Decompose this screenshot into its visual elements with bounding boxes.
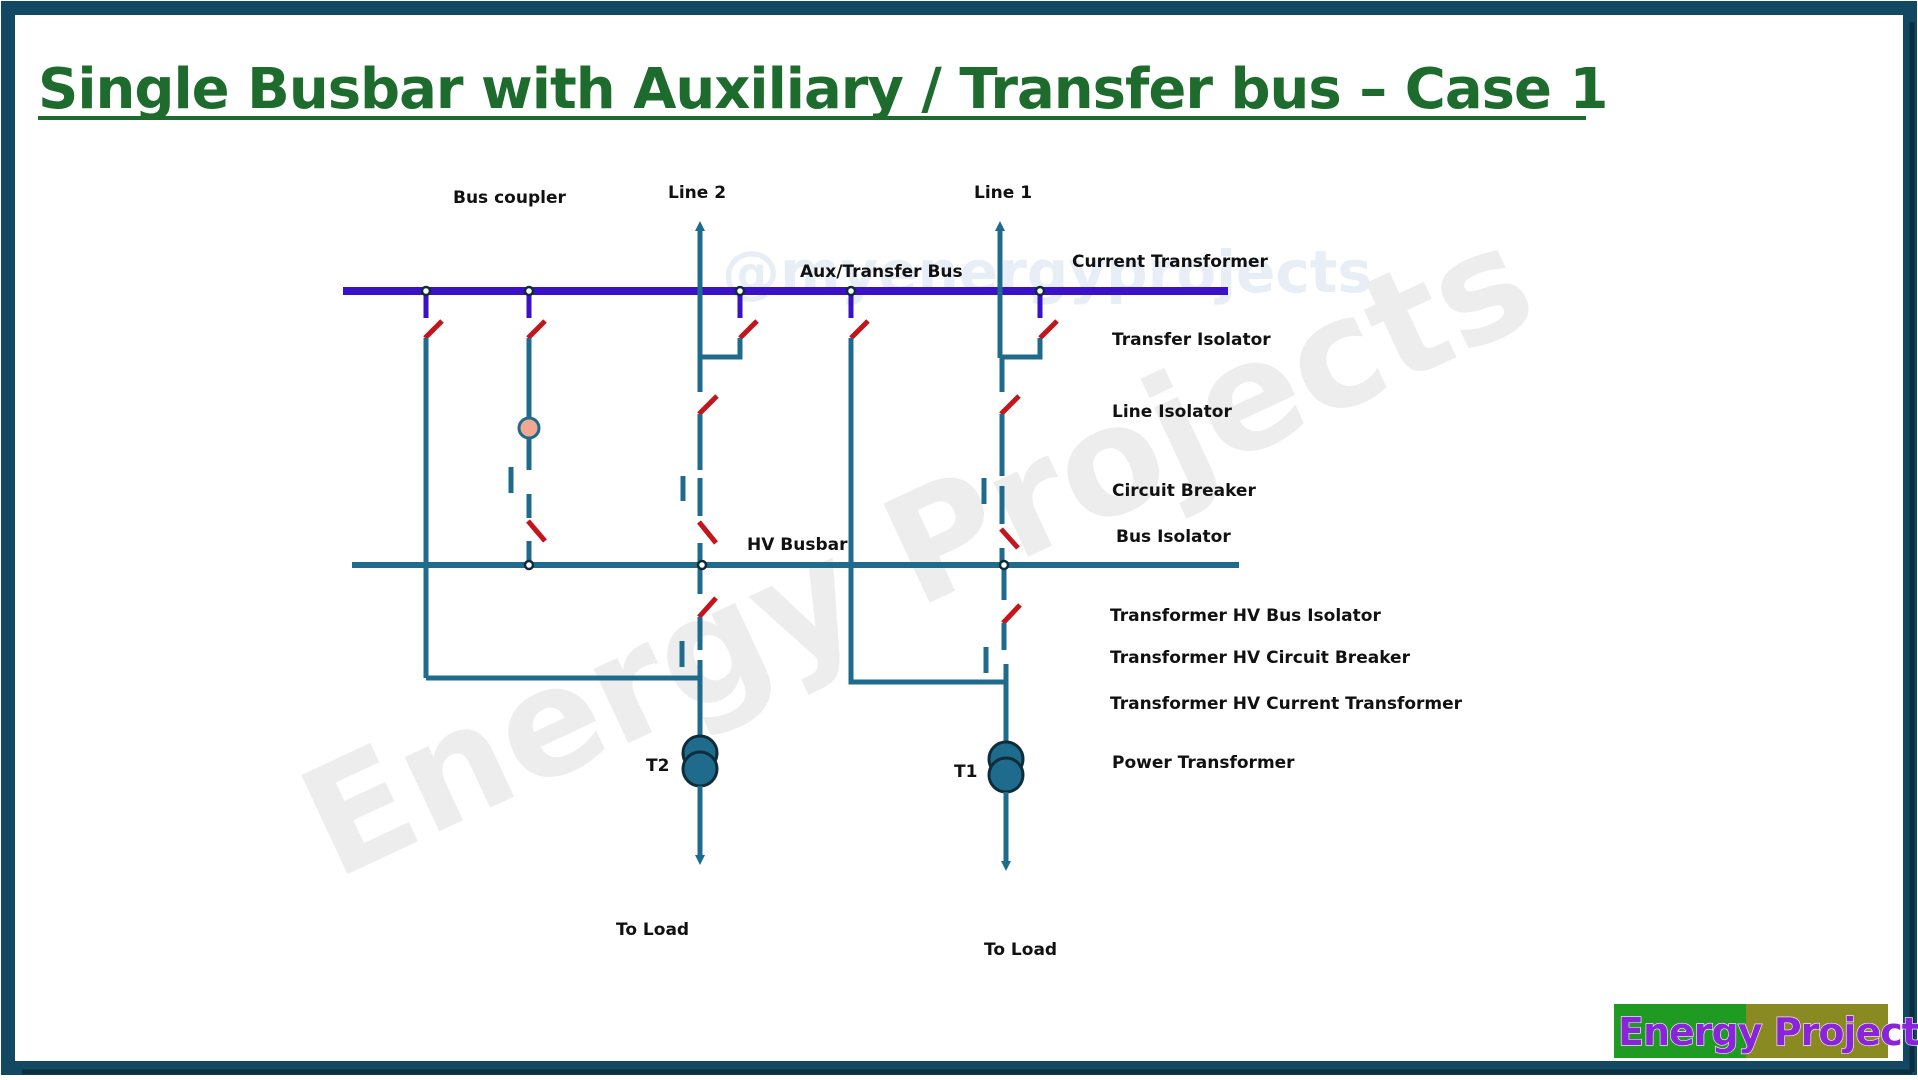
label-current-transformer: Current Transformer: [1072, 252, 1269, 272]
bus-coupler-left-isolator: [423, 319, 444, 340]
junction-hv-line1: [998, 559, 1010, 571]
label-line-2: Line 2: [668, 183, 726, 203]
junction-hv-coupler: [523, 559, 535, 571]
label-line-1: Line 1: [974, 183, 1032, 203]
label-bus-isolator: Bus Isolator: [1116, 527, 1231, 547]
page-title: Single Busbar with Auxiliary / Transfer …: [38, 57, 1607, 122]
label-hv-busbar: HV Busbar: [747, 535, 848, 555]
junction-aux-line2: [734, 285, 746, 297]
t2-winding-lower: [681, 750, 719, 788]
line1-bus-isolator: [999, 527, 1020, 550]
label-circuit-breaker: Circuit Breaker: [1112, 481, 1256, 501]
junction-hv-line2: [696, 559, 708, 571]
label-transfer-isolator: Transfer Isolator: [1112, 330, 1271, 350]
logo-green-block: [1614, 1004, 1746, 1058]
label-aux-transfer-bus: Aux/Transfer Bus: [800, 262, 963, 282]
line1-line-isolator: [999, 394, 1021, 416]
label-transformer-hv-bus-isolator: Transformer HV Bus Isolator: [1110, 606, 1381, 626]
label-transformer-hv-current-transformer: Transformer HV Current Transformer: [1110, 694, 1463, 714]
label-transformer-hv-circuit-breaker: Transformer HV Circuit Breaker: [1110, 648, 1411, 668]
bus-coupler-current-transformer: [517, 416, 541, 440]
aux-to-t1-isolator: [849, 319, 870, 340]
t1-hv-bus-isolator: [1001, 603, 1022, 625]
junction-aux-coupler-left: [420, 285, 432, 297]
logo-olive-block: [1746, 1004, 1888, 1058]
feeder-line-1: [981, 221, 1059, 871]
t2-hv-bus-isolator: [697, 596, 718, 619]
feeder-line-2: [679, 221, 759, 865]
bus-coupler-right-isolator: [526, 319, 547, 340]
line2-transfer-isolator: [738, 319, 759, 340]
junction-markers: [420, 285, 1046, 571]
line2-line-isolator: [697, 394, 719, 416]
line1-transfer-link: [1002, 338, 1043, 360]
junction-aux-t1: [845, 285, 857, 297]
label-bus-coupler: Bus coupler: [453, 188, 566, 208]
t1-winding-lower: [987, 756, 1025, 794]
logo-text: Energy Projects: [1618, 1010, 1918, 1054]
label-power-transformer: Power Transformer: [1112, 753, 1295, 773]
label-t2: T2: [646, 756, 669, 776]
label-line-isolator: Line Isolator: [1112, 402, 1232, 422]
junction-aux-coupler-right: [523, 285, 535, 297]
aux-to-t1-wire: [848, 338, 1004, 685]
junction-aux-line1: [1034, 285, 1046, 297]
line2-bus-isolator: [697, 520, 718, 545]
label-to-load-right: To Load: [984, 940, 1057, 960]
line2-transfer-link: [700, 338, 743, 360]
label-to-load-left: To Load: [616, 920, 689, 940]
line1-transfer-isolator: [1038, 319, 1059, 340]
label-t1: T1: [954, 762, 977, 782]
energy-projects-logo: Energy Projects: [1614, 1004, 1918, 1058]
bus-coupler-bus-isolator: [526, 519, 547, 543]
